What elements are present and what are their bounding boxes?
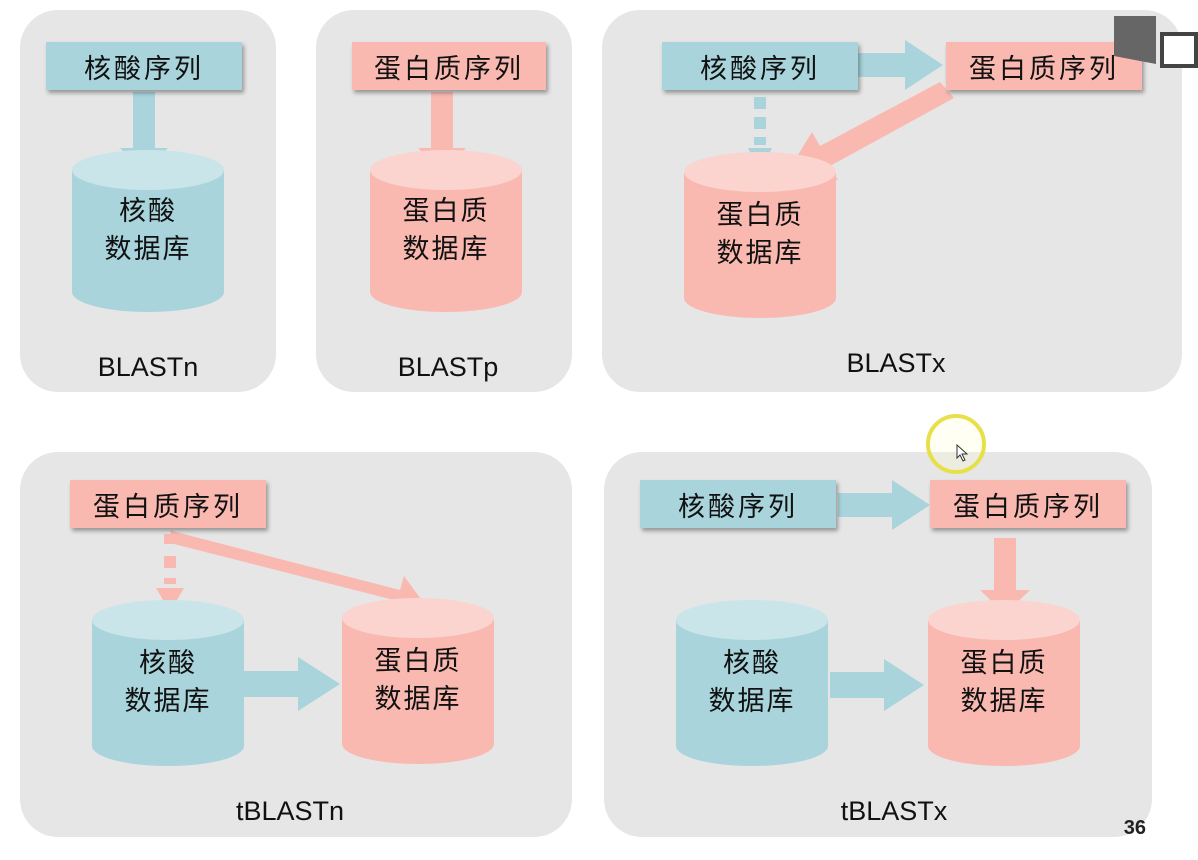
tblastn-label: tBLASTn: [235, 796, 345, 826]
tblastx-label: tBLASTx: [840, 796, 948, 826]
tblastn-protein-database: 蛋白质 数据库: [342, 598, 494, 764]
blastn-db-line1: 核酸: [119, 196, 177, 227]
tblastn-pdb-line1: 蛋白质: [374, 646, 462, 677]
tblastn-ndb-line1: 核酸: [139, 648, 197, 679]
tblastx-pdb-line2: 数据库: [960, 686, 1048, 717]
blastn-query-box: 核酸序列: [46, 42, 242, 90]
blastx-query-box: 核酸序列: [662, 42, 858, 90]
blastx-database: 蛋白质 数据库: [684, 152, 836, 318]
tblastx-nucleotide-database: 核酸 数据库: [676, 600, 828, 766]
blastp-database: 蛋白质 数据库: [370, 150, 522, 312]
cursor-highlight: [926, 414, 986, 474]
tblastx-ndb-line2: 数据库: [708, 686, 796, 717]
blastp-db-line1: 蛋白质: [402, 196, 490, 227]
blastp-label: BLASTp: [397, 352, 499, 382]
blastn-label: BLASTn: [97, 352, 199, 382]
corner-logo-icon: [1114, 16, 1198, 68]
tblastx-translated-box: 蛋白质序列: [930, 480, 1126, 528]
tblastx-protein-database: 蛋白质 数据库: [928, 600, 1080, 766]
tblastx-ndb-line1: 核酸: [723, 648, 781, 679]
blastp-db-line2: 数据库: [402, 234, 490, 265]
tblastx-query-box: 核酸序列: [640, 480, 836, 528]
blastx-label: BLASTx: [846, 348, 946, 378]
blastx-translated-box: 蛋白质序列: [946, 42, 1142, 90]
tblastn-query-box: 蛋白质序列: [70, 480, 266, 528]
blastn-database: 核酸 数据库: [72, 150, 224, 312]
tblastx-pdb-line1: 蛋白质: [960, 648, 1048, 679]
tblastn-ndb-line2: 数据库: [124, 686, 212, 717]
tblastn-pdb-line2: 数据库: [374, 684, 462, 715]
blastn-db-line2: 数据库: [104, 234, 192, 265]
mouse-pointer-icon: [956, 444, 969, 462]
page-number: 36: [1123, 817, 1146, 839]
blastx-db-line2: 数据库: [716, 238, 804, 269]
blastx-db-line1: 蛋白质: [716, 200, 804, 231]
tblastn-nucleotide-database: 核酸 数据库: [92, 600, 244, 766]
blastp-query-box: 蛋白质序列: [352, 42, 546, 90]
